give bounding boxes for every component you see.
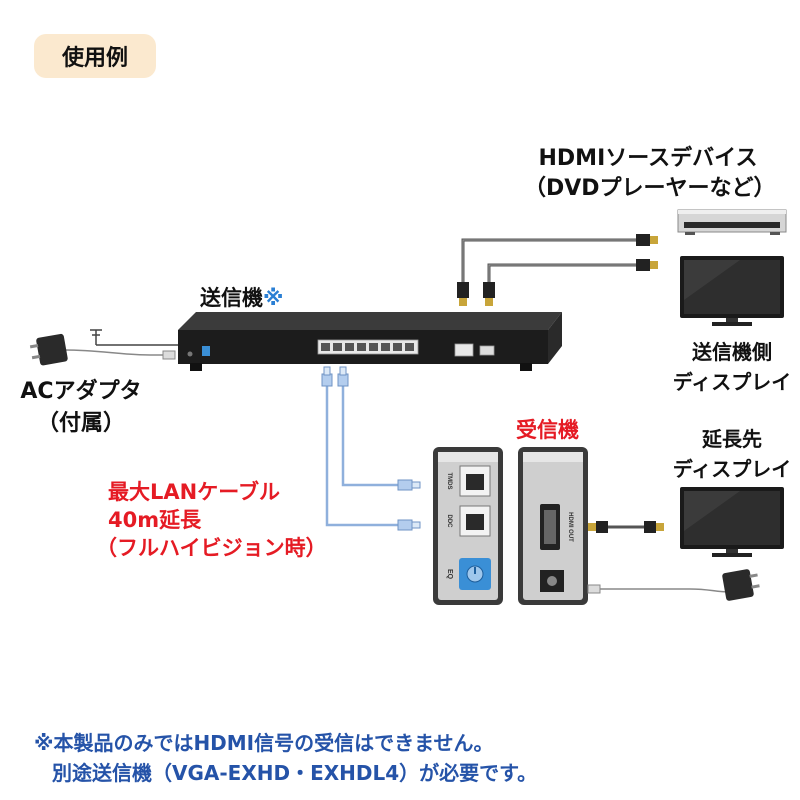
cable-length-label: 最大LANケーブル 40m延長 （フルハイビジョン時）	[96, 480, 327, 560]
lan-cable-ddc	[321, 366, 421, 531]
hdmi-cable-to-extension-display	[588, 521, 664, 533]
tx-display-tv-icon	[680, 256, 784, 326]
hdmi-cable-to-dvd	[457, 234, 658, 306]
usage-example-badge: 使用例	[34, 34, 156, 78]
transmitter-label: 送信機※	[200, 286, 284, 310]
extension-display-tv-icon	[680, 487, 784, 557]
receiver-hdmi-out-label: HDMI OUT	[567, 512, 573, 542]
transmitter-lan-ports	[317, 339, 419, 355]
receiver-label: 受信機	[516, 418, 579, 442]
ac-adapter-transmitter	[29, 329, 178, 366]
receiver-input-panel	[433, 447, 503, 605]
footnote: ※本製品のみではHDMI信号の受信はできません。 別途送信機（VGA-EXHD・…	[34, 728, 774, 788]
footnote-line-1: ※本製品のみではHDMI信号の受信はできません。	[34, 731, 494, 755]
extension-display-label: 延長先 ディスプレイ	[672, 427, 792, 481]
source-device-label: HDMIソースデバイス （DVDプレーヤーなど）	[524, 146, 776, 201]
tx-display-label: 送信機側 ディスプレイ	[672, 340, 792, 394]
transmitter-device	[178, 312, 562, 371]
receiver-ddc-label: DDC	[446, 515, 452, 529]
dvd-player-icon	[677, 209, 787, 235]
receiver-eq-label: EQ	[446, 569, 453, 580]
ac-adapter-label: ACアダプタ （付属）	[20, 379, 142, 436]
ac-adapter-receiver	[587, 569, 760, 601]
footnote-line-2: 別途送信機（VGA-EXHD・EXHDL4）が必要です。	[52, 761, 538, 785]
receiver-tmds-label: TMDS	[446, 473, 452, 490]
receiver-output-panel	[518, 447, 588, 605]
hdmi-cable-to-tx-display	[483, 259, 658, 306]
lan-cable-tmds	[337, 366, 421, 491]
